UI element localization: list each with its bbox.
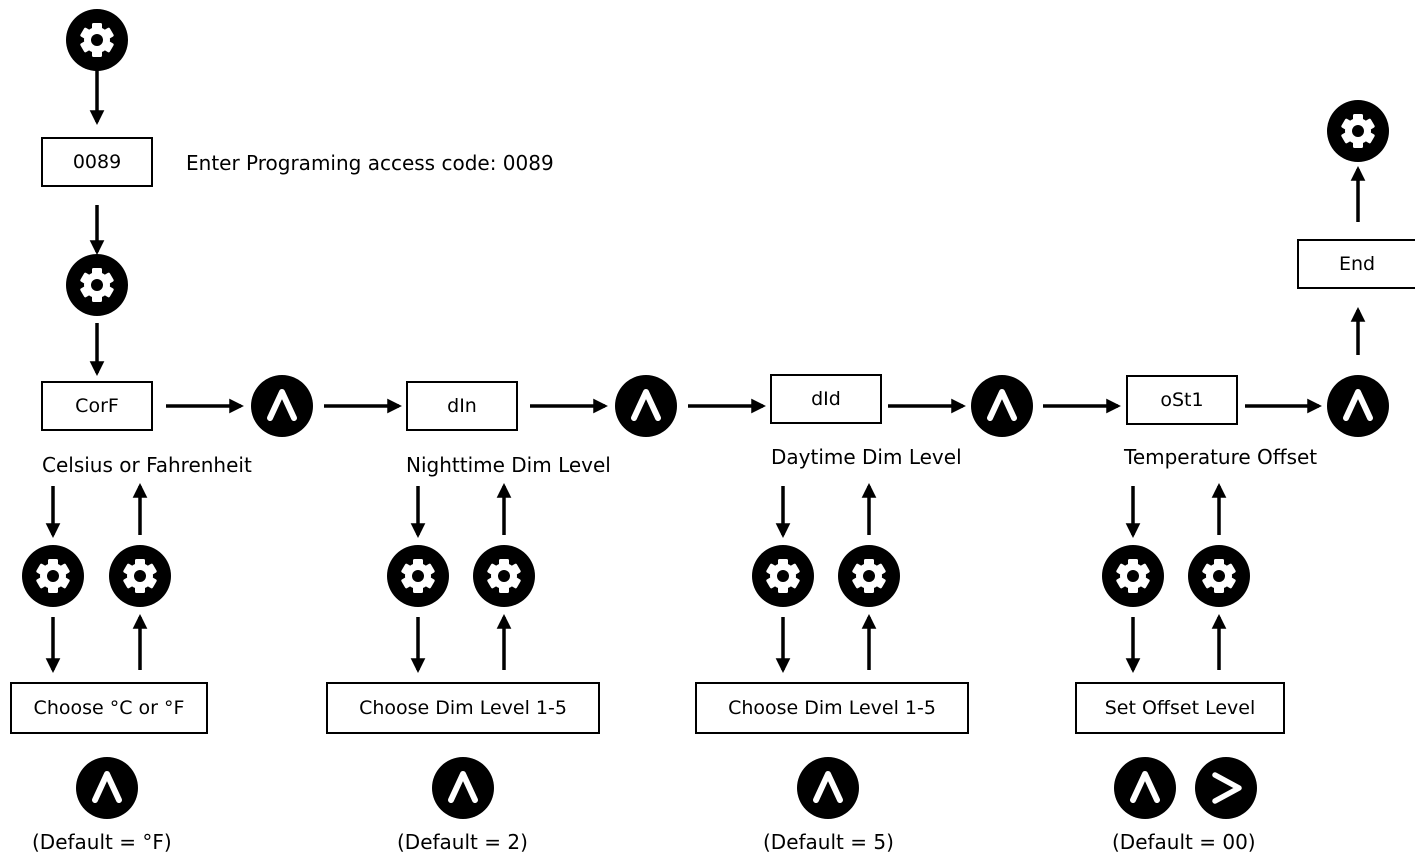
access-code-note: Enter Programing access code: 0089	[186, 151, 554, 175]
step-default: (Default = 2)	[397, 830, 528, 854]
step-default: (Default = 5)	[763, 830, 894, 854]
gear-icon[interactable]	[752, 545, 814, 607]
step-choice: Choose °C or °F	[33, 697, 185, 719]
gear-icon[interactable]	[838, 545, 900, 607]
gear-icon[interactable]	[66, 254, 128, 316]
step-code-box: CorF	[41, 381, 153, 431]
gear-icon[interactable]	[22, 545, 84, 607]
gear-icon[interactable]	[387, 545, 449, 607]
step-choice-box: Choose Dim Level 1-5	[695, 682, 969, 734]
step-code: dId	[811, 388, 841, 410]
up-button-icon[interactable]	[251, 375, 313, 437]
step-choice: Set Offset Level	[1104, 697, 1256, 719]
step-description: Nighttime Dim Level	[406, 453, 611, 477]
gear-icon[interactable]	[1102, 545, 1164, 607]
up-button-icon[interactable]	[1327, 375, 1389, 437]
step-code: CorF	[75, 395, 119, 417]
end-box: End	[1297, 239, 1415, 289]
step-description: Celsius or Fahrenheit	[42, 453, 252, 477]
gear-icon[interactable]	[473, 545, 535, 607]
flow-arrows	[45, 70, 1366, 673]
step-default: (Default = 00)	[1112, 830, 1256, 854]
gear-icon[interactable]	[109, 545, 171, 607]
step-code-box: dIn	[406, 381, 518, 431]
up-button-icon[interactable]	[615, 375, 677, 437]
step-code-box: oSt1	[1126, 375, 1238, 425]
step-code: dIn	[447, 395, 477, 417]
step-code: oSt1	[1160, 389, 1204, 411]
step-choice-box: Choose °C or °F	[10, 682, 208, 734]
up-button-icon[interactable]	[432, 757, 494, 819]
right-button-icon[interactable]	[1195, 757, 1257, 819]
gear-icon[interactable]	[1188, 545, 1250, 607]
gear-icon[interactable]	[1327, 100, 1389, 162]
step-choice: Choose Dim Level 1-5	[359, 697, 567, 719]
step-description: Daytime Dim Level	[771, 445, 962, 469]
step-description: Temperature Offset	[1124, 445, 1318, 469]
end-box-text: End	[1338, 253, 1376, 275]
up-button-icon[interactable]	[971, 375, 1033, 437]
access-code-box: 0089	[41, 137, 153, 187]
step-choice-box: Choose Dim Level 1-5	[326, 682, 600, 734]
access-code-box-text: 0089	[72, 151, 122, 173]
up-button-icon[interactable]	[76, 757, 138, 819]
gear-icon[interactable]	[66, 9, 128, 71]
up-button-icon[interactable]	[1114, 757, 1176, 819]
step-choice-box: Set Offset Level	[1075, 682, 1285, 734]
up-button-icon[interactable]	[797, 757, 859, 819]
step-choice: Choose Dim Level 1-5	[728, 697, 936, 719]
step-code-box: dId	[770, 374, 882, 424]
step-default: (Default = °F)	[32, 830, 172, 854]
